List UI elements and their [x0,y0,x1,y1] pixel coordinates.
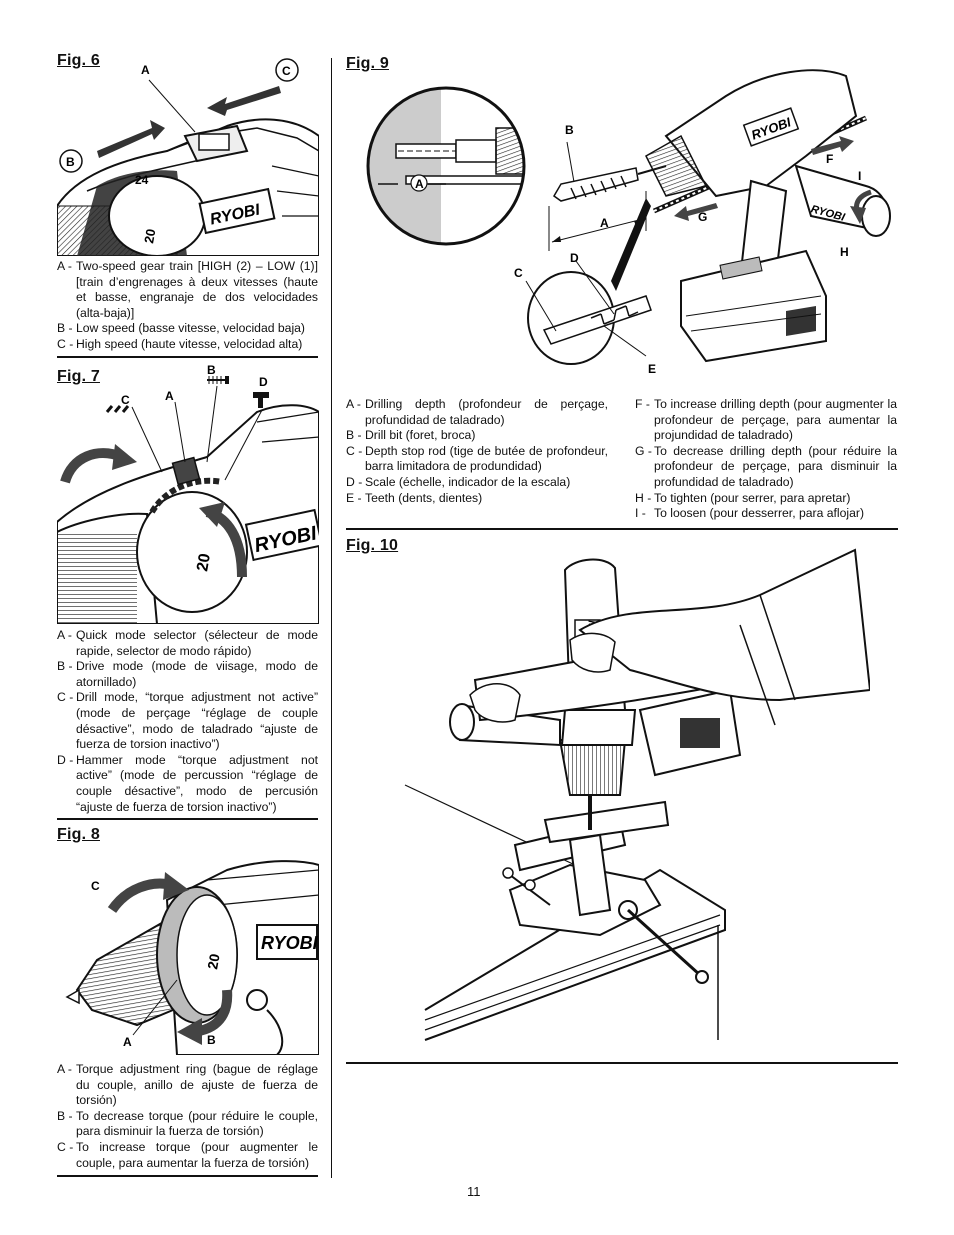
fig7-label-c: C [121,393,130,407]
fig8-divider [57,1175,318,1177]
fig9-title: Fig. 9 [346,55,389,72]
fig7-label-d: D [259,375,268,389]
fig9-caption-g: G -To decrease drilling depth (pour rédu… [635,443,897,489]
fig6-caption-b: B -Low speed (basse vitesse, velocidad b… [57,321,305,336]
fig8-caption-b: B -To decrease torque (pour réduire le c… [57,1108,318,1139]
screw-icon [207,376,229,384]
fig9-label-a: A [600,216,609,230]
fig8-label-a: A [123,1035,132,1049]
page-number: 11 [467,1184,481,1199]
fig7-caption-c: C -Drill mode, “torque adjustment not ac… [57,690,318,752]
fig10-illustration: RYOBI [404,548,870,1041]
fig9-label-a-inset: A [415,177,424,191]
fig9-label-c: C [514,266,523,280]
fig9-captions-right: F -To increase drilling depth (pour augm… [635,397,897,522]
hammer-icon [253,392,269,408]
fig7-caption-d: D -Hammer mode “torque adjustment not ac… [57,752,318,814]
fig8-label-c: C [91,879,100,893]
fig6-divider [57,356,318,358]
fig6-caption-c: C -High speed (haute vitesse, velocidad … [57,336,303,351]
fig6-label-b: B [66,155,75,169]
fig6-illustration: 20 24 RYOBI A B C [57,58,319,256]
fig9-caption-d: D -Scale (échelle, indicador de la escal… [346,474,571,489]
fig6-captions: A -Two-speed gear train [HIGH (2) – LOW … [57,259,318,353]
fig10-divider [346,1062,898,1064]
fig9-label-d: D [570,251,579,265]
fig8-illustration: 20 RYOBI C A B [65,860,319,1055]
fig9-caption-c: C -Depth stop rod (tige de butée de prof… [346,443,608,474]
fig6-label-a: A [141,63,150,77]
fig8-captions: A -Torque adjustment ring (bague de régl… [57,1062,318,1171]
fig9-caption-h: H -To tighten (pour serrer, para apretar… [635,490,851,505]
fig9-label-h: H [840,245,849,259]
fig6-title: Fig. 6 [57,52,100,69]
fig7-divider [57,818,318,820]
fig7-title: Fig. 7 [57,368,100,385]
fig7-caption-b: B -Drive mode (mode de viisage, modo de … [57,659,318,689]
fig10-title: Fig. 10 [346,537,399,554]
fig7-label-a: A [165,389,174,403]
fig7-label-b: B [207,363,216,377]
fig9-caption-f: F -To increase drilling depth (pour augm… [635,397,897,443]
fig7-caption-a: A -Quick mode selector (sélecteur de mod… [57,628,318,658]
fig9-caption-i: I -To loosen (pour desserrer, para afloj… [635,506,865,521]
fig9-label-f: F [826,152,833,166]
svg-text:20: 20 [204,952,222,970]
column-divider [331,58,332,1178]
fig9-caption-e: E -Teeth (dents, dientes) [346,490,483,505]
drill-mode-icon [105,405,130,413]
fig9-caption-b: B -Drill bit (foret, broca) [346,428,476,443]
fig7-illustration: 20 RYOBI C A B D [57,363,319,624]
fig9-captions-left: A -Drilling depth (profondeur de perçage… [346,397,608,506]
fig9-label-i: I [858,169,861,183]
svg-text:20: 20 [141,228,158,245]
fig9-divider [346,528,898,530]
fig8-label-b: B [207,1033,216,1047]
fig8-caption-a: A -Torque adjustment ring (bague de régl… [57,1062,318,1108]
fig6-label-c: C [282,64,291,78]
svg-text:24: 24 [135,173,149,187]
fig8-caption-c: C -To increase torque (pour augmenter le… [57,1139,318,1170]
fig9-label-g: G [698,210,707,224]
fig8-brand-logo: RYOBI [261,933,319,953]
fig6-caption-a: A -Two-speed gear train [HIGH (2) – LOW … [57,259,318,320]
fig9-caption-a: A -Drilling depth (profondeur de perçage… [346,397,608,427]
svg-text:20: 20 [194,552,214,573]
fig9-label-e: E [648,362,656,376]
fig9-illustration: A RYOBI RYOBI B A D C E F G H I [366,69,891,376]
fig8-title: Fig. 8 [57,826,100,843]
fig9-label-b: B [565,123,574,137]
fig7-captions: A -Quick mode selector (sélecteur de mod… [57,628,318,815]
